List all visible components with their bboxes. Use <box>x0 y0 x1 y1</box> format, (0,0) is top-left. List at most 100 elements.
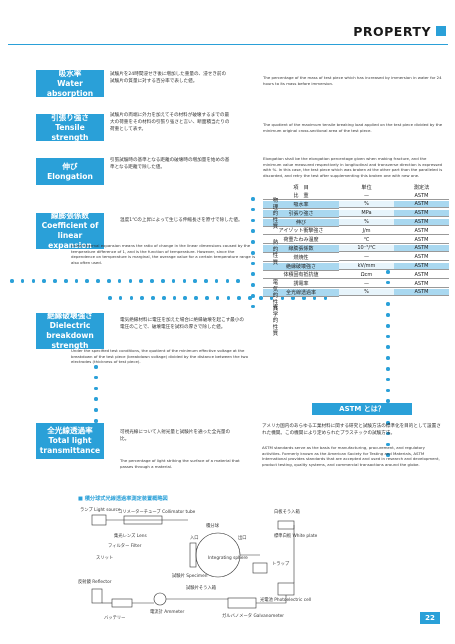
dot-icon <box>302 296 306 300</box>
label-linear-expansion: 線膨張係数 Coefficient of linear expansion <box>36 211 104 250</box>
table-cell-item: 体積固有抵抗値 <box>263 271 339 280</box>
table-row: 比 重—ASTM <box>263 192 449 201</box>
dot-icon <box>205 296 209 300</box>
dot-icon <box>139 279 143 283</box>
page-title: PROPERTY <box>300 22 446 40</box>
dot-icon <box>108 296 112 300</box>
table-cell-unit: 10⁻⁵/℃ <box>339 245 394 253</box>
group-electrical: 電気的性質 <box>272 280 279 313</box>
dot-icon <box>94 365 98 369</box>
dot-icon <box>117 279 122 283</box>
label-en: Water absorption <box>46 78 94 98</box>
page-title-text: PROPERTY <box>353 23 431 39</box>
dot-icon <box>94 375 98 380</box>
group-thermal: 熱的性質 <box>272 240 279 266</box>
desc-ja: 試験片の両端に外力を加えてその材料が破壊するまでの最大の荷重をその材料の引張り強… <box>110 113 230 132</box>
integrating-sphere-shape <box>195 532 241 578</box>
dot-row <box>10 279 240 283</box>
label-ja: 全光線透過率 <box>47 426 93 435</box>
dot-icon <box>182 279 187 283</box>
desc-ja: 試験片を24時間浸せき後に増加した重量の、浸せき前の試験片の質量に対する百分率で… <box>110 72 227 84</box>
title-rule <box>8 44 448 45</box>
dot-icon <box>10 279 14 283</box>
label-lamp: ランプ Light source <box>80 507 121 513</box>
diagram-title: ■ 積分球式光線透過率測定装置概略図 <box>78 496 168 502</box>
label-en: Tensile strength <box>51 122 89 142</box>
table-cell-unit: — <box>339 193 394 200</box>
dot-icon <box>386 388 390 393</box>
table-cell-method: ASTM <box>394 201 449 209</box>
dot-icon <box>386 302 390 306</box>
dot-icon <box>269 296 274 300</box>
table-cell-unit: Ωcm <box>339 272 394 279</box>
dot-icon <box>85 279 90 283</box>
table-cell-method: ASTM <box>394 228 449 235</box>
label-reflector: 反射鏡 Reflector <box>78 578 112 585</box>
table-cell-item: 線膨張係数 <box>263 244 339 253</box>
table-row: 燃焼性—ASTM <box>263 253 449 262</box>
table-cell-method: ASTM <box>394 263 449 271</box>
astm-desc-en: ASTM standards serve as the basis for ma… <box>262 445 440 468</box>
dot-icon <box>386 313 390 317</box>
label-en: Coefficient of linear expansion <box>41 221 99 250</box>
dot-icon <box>94 440 98 445</box>
dot-icon <box>140 296 144 300</box>
dot-icon <box>171 279 176 283</box>
label-en: Dielectric breakdown strength <box>46 321 94 350</box>
white-plate-box <box>277 520 295 530</box>
dot-column <box>94 365 98 445</box>
dot-icon <box>386 345 390 350</box>
desc-en: Elongation shall be the elongation perce… <box>263 156 443 179</box>
table-row: 伸び%ASTM <box>263 218 449 227</box>
label-entrance: 入口 <box>190 535 199 541</box>
label-specimen: 試験片 Specimen <box>172 572 208 579</box>
dot-icon <box>128 279 133 283</box>
dot-icon <box>160 279 165 283</box>
desc-ja: 温度1℃の上昇によって生じる伸縮長さを原寸で除した値。 <box>120 218 243 223</box>
dot-icon <box>280 296 285 300</box>
dot-icon <box>107 279 111 283</box>
label-collimator: コリメーターチューブ Collimator tube <box>118 508 196 515</box>
label-galvanometer: ガルバノメータ Galvanometer <box>222 612 284 619</box>
label-en: Elongation <box>47 171 93 181</box>
dot-icon <box>53 279 57 283</box>
lamp-shape <box>91 514 107 526</box>
label-trap: トラップ <box>272 561 290 567</box>
table-cell-unit: ℃ <box>339 237 394 244</box>
astm-desc-ja: アメリカ国内のあらゆる工業材料に関する研究と試験方法の標準化を目的として設置され… <box>262 424 441 436</box>
dot-icon <box>151 296 155 300</box>
dot-icon <box>94 386 98 391</box>
dot-icon <box>226 296 231 300</box>
desc-en: The quotient of the maximum tensile brea… <box>263 122 443 133</box>
label-specimen-box: 試験片そう入箱 <box>186 584 217 591</box>
dot-icon <box>194 296 198 300</box>
dot-icon <box>291 296 295 300</box>
dot-icon <box>386 420 390 425</box>
table-cell-method: ASTM <box>394 245 449 253</box>
dot-icon <box>31 279 36 283</box>
table-cell-item: 荷重たわみ温度 <box>263 236 339 245</box>
dot-icon <box>323 296 328 300</box>
table-cell-method: ASTM <box>394 237 449 244</box>
dot-icon <box>74 279 79 283</box>
dot-icon <box>386 323 390 328</box>
label-white-plate: 白板そう入箱 <box>274 508 300 515</box>
table-cell-unit: MPa <box>339 210 394 218</box>
title-square-icon <box>436 26 446 36</box>
table-cell-item: 誘電率 <box>263 280 339 289</box>
header-method: 測定法 <box>413 184 430 191</box>
group-optical: 光学的性質 <box>272 305 279 338</box>
dot-icon <box>237 296 241 300</box>
label-ja: 吸水率 <box>58 68 82 78</box>
table-cell-item: 燃焼性 <box>263 254 339 262</box>
table-cell-method: ASTM <box>394 219 449 227</box>
label-dielectric-strength: 絶縁破壊強さ Dielectric breakdown strength <box>36 311 104 350</box>
table-cell-method: ASTM <box>394 254 449 262</box>
label-ja: 引張り強さ <box>51 112 89 122</box>
dot-icon <box>94 418 98 423</box>
table-cell-unit: % <box>339 219 394 227</box>
reflector-shape <box>91 588 103 604</box>
table-cell-method: ASTM <box>394 210 449 218</box>
